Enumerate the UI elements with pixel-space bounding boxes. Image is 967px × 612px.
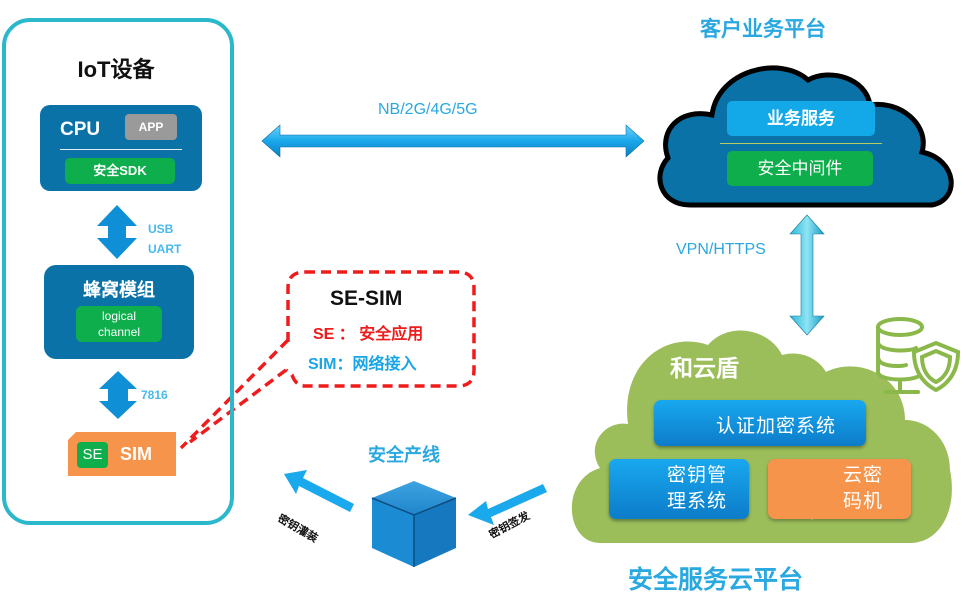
auth-encryption-system-label: 认证加密系统 [716, 415, 837, 437]
hsm-line2: 码机 [843, 490, 884, 512]
se-sim-callout-bubble [284, 270, 476, 388]
security-sdk-badge: 安全SDK [65, 158, 175, 184]
business-service-box: 业务服务 [727, 101, 875, 136]
sim-network-access-text: SIM：网络接入 [308, 356, 417, 373]
usb-uart-label: USB UART [148, 219, 181, 259]
customer-platform-title: 客户业务平台 [700, 18, 826, 41]
se-security-app-text: SE ： 安全应用 [313, 326, 424, 343]
key-management-system-box [609, 459, 749, 519]
logical-channel-badge: logical channel [76, 306, 162, 342]
production-cube-icon [371, 481, 457, 567]
usb-uart-double-arrow [97, 205, 137, 259]
key-inject-arrow [284, 470, 354, 512]
iot-device-panel [2, 18, 234, 525]
production-line-title: 安全产线 [368, 445, 440, 465]
cloud-hsm-box [768, 459, 911, 519]
kms-line2: 理系统 [667, 490, 728, 512]
sim-label: SIM [120, 444, 153, 464]
kms-line1: 密钥管 [667, 464, 728, 486]
security-service-platform-title: 安全服务云平台 [628, 566, 804, 594]
cloud-hsm-label: 云密 码机 [843, 462, 883, 514]
uart-label: UART [148, 242, 182, 256]
security-cloud-brand: 和云盾 [670, 355, 739, 381]
vpn-https-label: VPN/HTTPS [676, 241, 766, 258]
app-badge: APP [125, 114, 177, 140]
logical-channel-line1: logical [101, 309, 137, 323]
database-shield-icon [876, 317, 961, 394]
logical-channel-line2: channel [97, 325, 141, 339]
se-badge: SE [77, 442, 108, 468]
vpn-double-arrow [789, 214, 825, 336]
key-management-system-label: 密钥管 理系统 [667, 462, 727, 514]
network-link-label: NB/2G/4G/5G [378, 101, 478, 118]
iot-device-title: IoT设备 [77, 57, 155, 82]
security-middleware-box: 安全中间件 [727, 151, 873, 186]
customer-cloud-divider [720, 143, 882, 144]
iso7816-label: 7816 [141, 388, 168, 402]
cpu-divider [60, 149, 182, 150]
usb-label: USB [148, 222, 174, 236]
auth-encryption-system-box [654, 400, 866, 446]
iso7816-double-arrow [99, 371, 137, 419]
network-double-arrow [261, 124, 645, 158]
cellular-module-label: 蜂窝模组 [83, 280, 155, 300]
se-sim-callout-tail [179, 338, 290, 450]
key-issue-arrow [468, 484, 547, 525]
hsm-line1: 云密 [843, 464, 884, 486]
se-sim-title: SE-SIM [330, 287, 403, 310]
cpu-label: CPU [60, 119, 101, 140]
